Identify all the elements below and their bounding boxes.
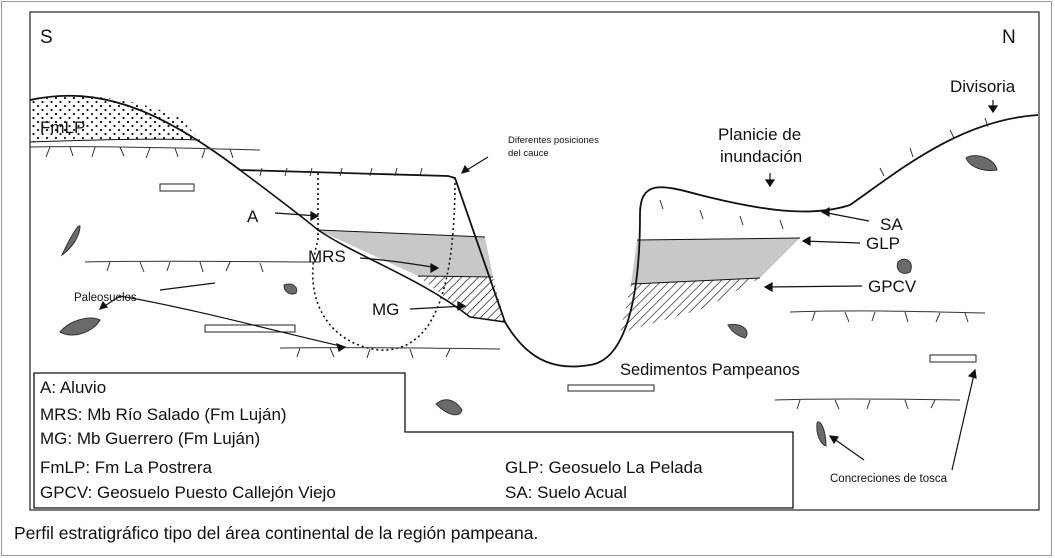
- fmlp-deposit: [30, 95, 200, 142]
- legend-item-aluvio: A: Aluvio: [40, 378, 107, 397]
- gpcv-top-right: [630, 277, 761, 285]
- label-a: A: [247, 207, 259, 226]
- mg-top-left: [417, 275, 494, 278]
- annotation-arrows: [98, 100, 999, 471]
- orientation-south: S: [40, 27, 53, 48]
- paleosol-lines: [29, 117, 989, 410]
- mrs-top-left: [317, 229, 486, 238]
- glp-top-right: [636, 237, 801, 241]
- terrain-profile: [29, 94, 1039, 368]
- diagram-box: [29, 11, 1040, 511]
- orientation-north: N: [1002, 27, 1016, 48]
- gpcv-hatch-right: [620, 278, 760, 333]
- legend-item-mg: MG: Mb Guerrero (Fm Luján): [40, 429, 261, 448]
- label-glp: GLP: [866, 234, 900, 253]
- label-planicie-1: Planicie de: [718, 125, 801, 144]
- legend-item-sa: SA: Suelo Acual: [505, 483, 627, 502]
- tosca-layers: [159, 183, 977, 392]
- label-planicie-2: inundación: [720, 147, 802, 166]
- label-diferentes-1: Diferentes posiciones: [508, 135, 599, 146]
- label-divisoria: Divisoria: [950, 77, 1016, 96]
- legend-item-gpcv: GPCV: Geosuelo Puesto Callejón Viejo: [40, 483, 336, 502]
- concretion-nodules: [59, 155, 998, 447]
- figure-caption: Perfil estratigráfico tipo del área cont…: [14, 523, 539, 543]
- legend-item-glp: GLP: Geosuelo La Pelada: [505, 458, 703, 477]
- legend-item-mrs: MRS: Mb Río Salado (Fm Luján): [40, 405, 287, 424]
- legend-box-outline: [33, 372, 794, 509]
- slope-to-channel: [239, 169, 506, 323]
- label-fmlp: FmLP: [40, 118, 85, 137]
- label-sa: SA: [880, 215, 903, 234]
- mg-hatch-left: [418, 276, 505, 322]
- label-mrs: MRS: [308, 247, 346, 266]
- glp-fill-right: [631, 238, 800, 284]
- label-paleosuelos: Paleosuelos: [74, 292, 137, 304]
- label-sedimentos: Sedimentos Pampeanos: [620, 361, 800, 379]
- mrs-fill-left: [318, 230, 493, 277]
- label-mg: MG: [372, 300, 399, 319]
- fmlp-base-line: [29, 138, 201, 143]
- label-concreciones: Concreciones de tosca: [830, 473, 948, 485]
- label-diferentes-2: del cauce: [508, 148, 549, 159]
- label-gpcv: GPCV: [868, 277, 917, 296]
- legend-item-fmlp: FmLP: Fm La Postrera: [40, 458, 212, 477]
